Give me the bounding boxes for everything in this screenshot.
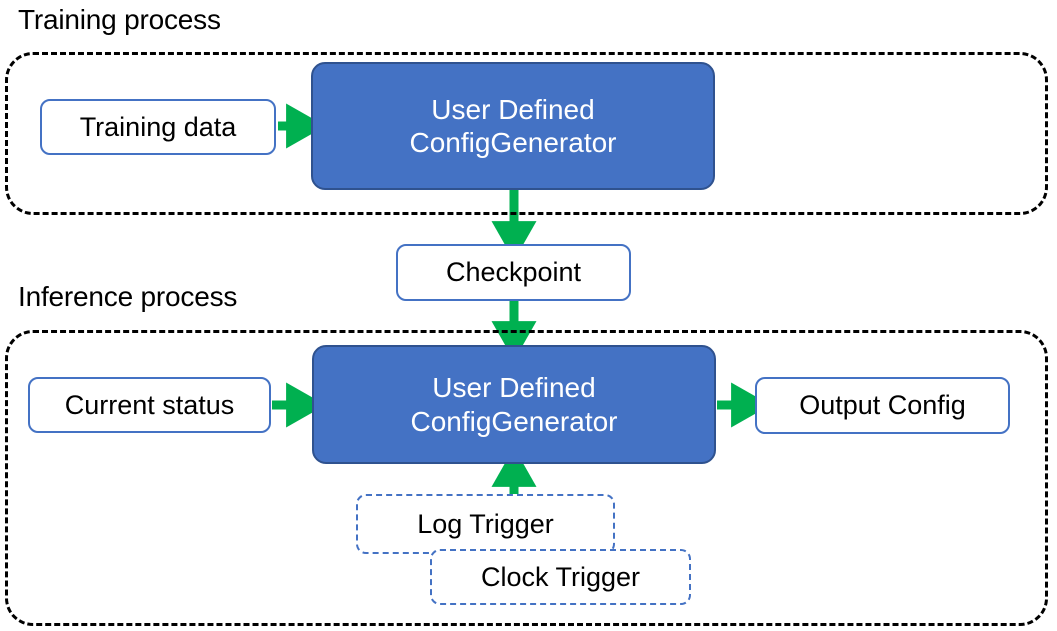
log-trigger-label: Log Trigger [417,508,554,539]
inference-config-generator-line2: ConfigGenerator [410,405,618,437]
training-config-generator-node[interactable]: User Defined ConfigGenerator [311,62,715,190]
inference-config-generator-node[interactable]: User Defined ConfigGenerator [312,345,716,464]
output-config-node[interactable]: Output Config [755,377,1010,434]
inference-process-group [5,330,1048,626]
training-data-label: Training data [79,111,237,142]
inference-config-generator-line1: User Defined [432,372,596,404]
training-data-node[interactable]: Training data [40,99,276,155]
clock-trigger-label: Clock Trigger [480,561,641,592]
checkpoint-label: Checkpoint [445,257,582,288]
current-status-label: Current status [64,389,235,420]
inference-section-title: Inference process [18,281,238,312]
current-status-node[interactable]: Current status [28,377,271,433]
clock-trigger-node[interactable]: Clock Trigger [430,549,691,605]
training-config-generator-line2: ConfigGenerator [409,127,617,158]
log-trigger-node[interactable]: Log Trigger [356,494,615,554]
training-config-generator-line1: User Defined [431,93,595,125]
training-section-title: Training process [18,4,221,35]
output-config-label: Output Config [799,390,966,421]
checkpoint-node[interactable]: Checkpoint [396,244,631,301]
training-process-group [5,52,1048,215]
